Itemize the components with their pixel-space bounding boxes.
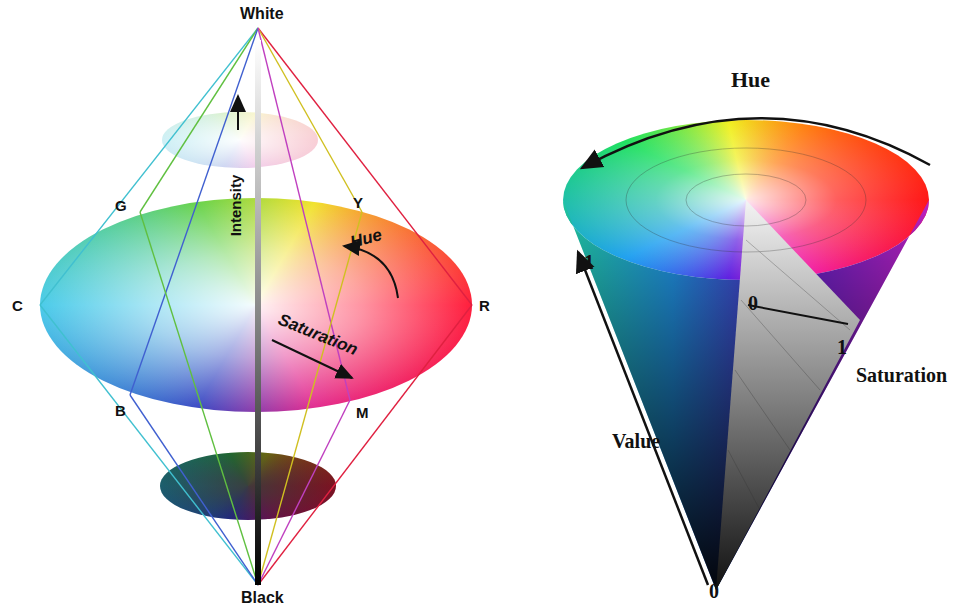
- scale-number: 1: [837, 337, 847, 357]
- hue-point-label: B: [115, 403, 126, 418]
- cone-grid: [626, 148, 866, 510]
- scale-number: 0: [709, 581, 719, 601]
- cone-side: [563, 200, 929, 590]
- hue-arc-arrow: [582, 118, 930, 168]
- intensity-arrow: [237, 96, 239, 130]
- axis-label: Value: [612, 431, 660, 451]
- cutaway-face: [716, 200, 860, 590]
- axis-label: Saturation: [856, 365, 947, 385]
- axis-label: Intensity: [228, 175, 243, 237]
- bicone-edges: [40, 28, 472, 585]
- hue-arrow: [344, 246, 398, 298]
- scale-number: 1: [584, 252, 594, 272]
- hue-point-label: M: [356, 405, 369, 420]
- scale-number: 0: [748, 293, 758, 313]
- saturation-axis: [748, 305, 848, 324]
- cone-shade: [563, 200, 929, 590]
- apex-label: White: [240, 6, 284, 22]
- hue-point-label: C: [12, 298, 23, 313]
- intensity-axis: [255, 40, 261, 585]
- axis-label: Hue: [731, 69, 770, 91]
- value-arrow: [578, 252, 708, 585]
- hue-point-label: G: [115, 198, 127, 213]
- apex-label: Black: [241, 590, 284, 606]
- hue-point-label: Y: [353, 195, 363, 210]
- hue-point-label: R: [479, 298, 490, 313]
- hue-disc-lower-center: [160, 452, 336, 520]
